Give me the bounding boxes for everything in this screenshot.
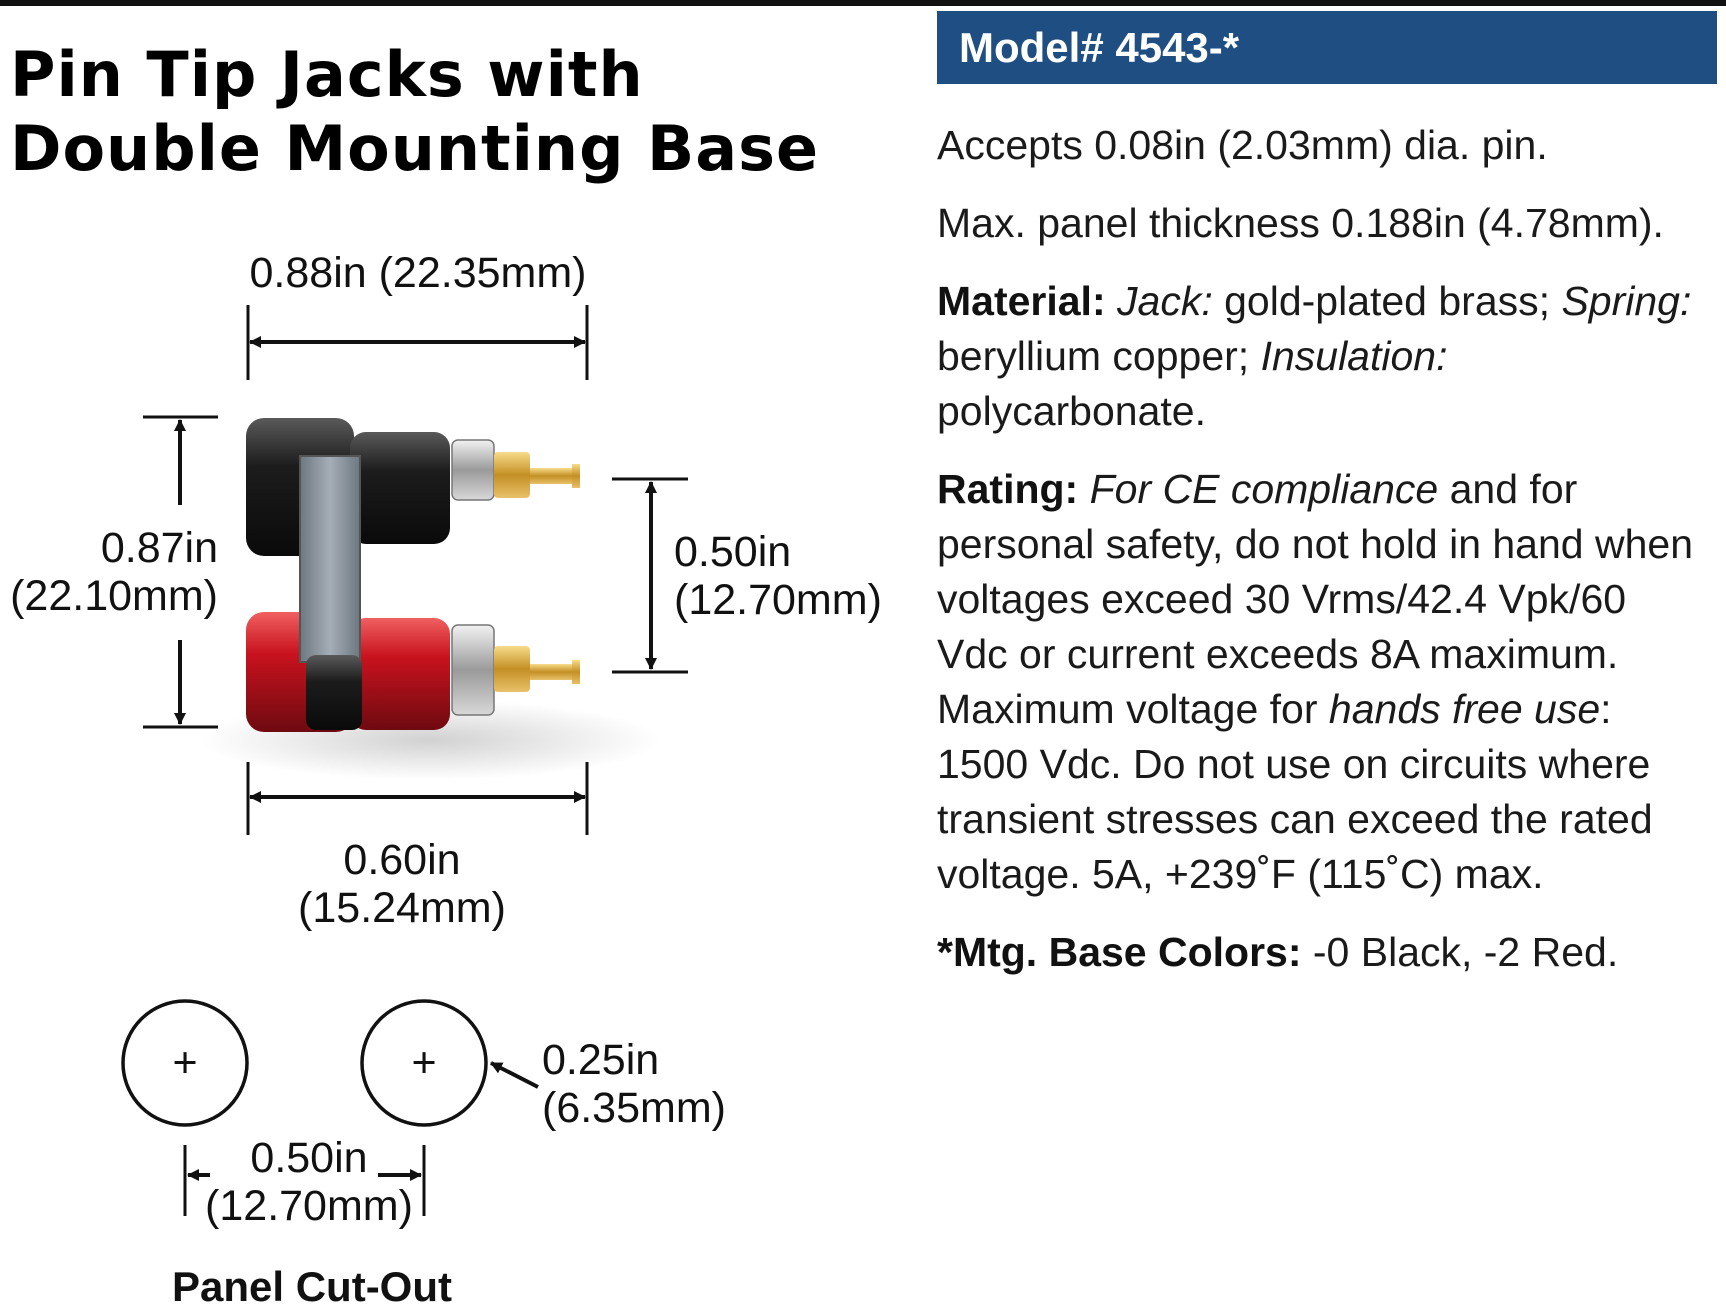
right-spacing-label-in: 0.50in [674,528,791,576]
hands-free-use: hands free use [1328,686,1601,732]
jack-value: gold-plated brass; [1212,278,1551,324]
title-line-2: Double Mounting Base [10,112,820,185]
top-width-dimension: 0.88in (22.35mm) [246,249,589,380]
right-spacing-label-mm: (12.70mm) [674,576,882,624]
left-height-dimension: 0.87in (22.10mm) [10,415,218,729]
top-width-label: 0.88in (22.35mm) [250,249,587,297]
material-label: Material: [937,278,1106,324]
rating-text-2: : 1500 Vdc. Do not use on circuits where… [937,686,1653,897]
pin-tip-jacks-illustration [200,418,660,780]
hole-diameter-mm: (6.35mm) [542,1084,726,1132]
dimension-diagram: 0.88in (22.35mm) 0.87in (22.10mm) 0.50in… [10,249,882,1307]
left-height-label-in: 0.87in [101,524,218,572]
model-number-banner: Model# 4543-* [937,11,1717,84]
cutout-spacing-in: 0.50in [250,1134,367,1182]
cutout-spacing-mm: (12.70mm) [205,1182,413,1230]
bottom-width-dimension: 0.60in (15.24mm) [246,762,589,932]
jack-label: Jack: [1117,278,1213,324]
rating-label: Rating: [937,466,1079,512]
bottom-width-label-in: 0.60in [343,836,460,884]
cutout-hole-right [360,999,488,1127]
spec-accepts: Accepts 0.08in (2.03mm) dia. pin. [937,122,1548,168]
hole-diameter-in: 0.25in [542,1036,659,1084]
bottom-width-label-mm: (15.24mm) [298,884,506,932]
rating-text-1: and for personal safety, do not hold in … [937,466,1693,732]
cutout-center-right: + [411,1039,436,1087]
cutout-hole-left [121,999,249,1127]
top-rule [0,0,1726,6]
spring-value: beryllium copper; [937,333,1261,379]
base-colors-label: *Mtg. Base Colors: [937,929,1302,975]
panel-cutout-diagram: + + 0.25in (6.35mm) 0.50in (12.70mm) Pan… [121,999,726,1307]
right-spacing-dimension: 0.50in (12.70mm) [612,477,882,674]
ce-compliance: For CE compliance [1089,466,1439,512]
cutout-center-left: + [172,1039,197,1087]
specifications: Accepts 0.08in (2.03mm) dia. pin. Max. p… [937,118,1707,1003]
left-height-label-mm: (22.10mm) [10,572,218,620]
title-line-1: Pin Tip Jacks with [10,38,644,111]
spec-rating: Rating: For CE compliance and for person… [937,462,1707,902]
page-title: Pin Tip Jacks with Double Mounting Base [10,38,819,186]
insulation-label: Insulation: [1260,333,1448,379]
spec-base-colors: *Mtg. Base Colors: -0 Black, -2 Red. [937,925,1707,980]
insulation-value: polycarbonate. [937,388,1206,434]
spec-material: Material: Jack: gold-plated brass; Sprin… [937,274,1707,439]
spec-panel-thickness: Max. panel thickness 0.188in (4.78mm). [937,200,1664,246]
spring-label: Spring: [1561,278,1692,324]
panel-cutout-title: Panel Cut-Out [172,1263,452,1307]
base-colors-value: -0 Black, -2 Red. [1301,929,1619,975]
